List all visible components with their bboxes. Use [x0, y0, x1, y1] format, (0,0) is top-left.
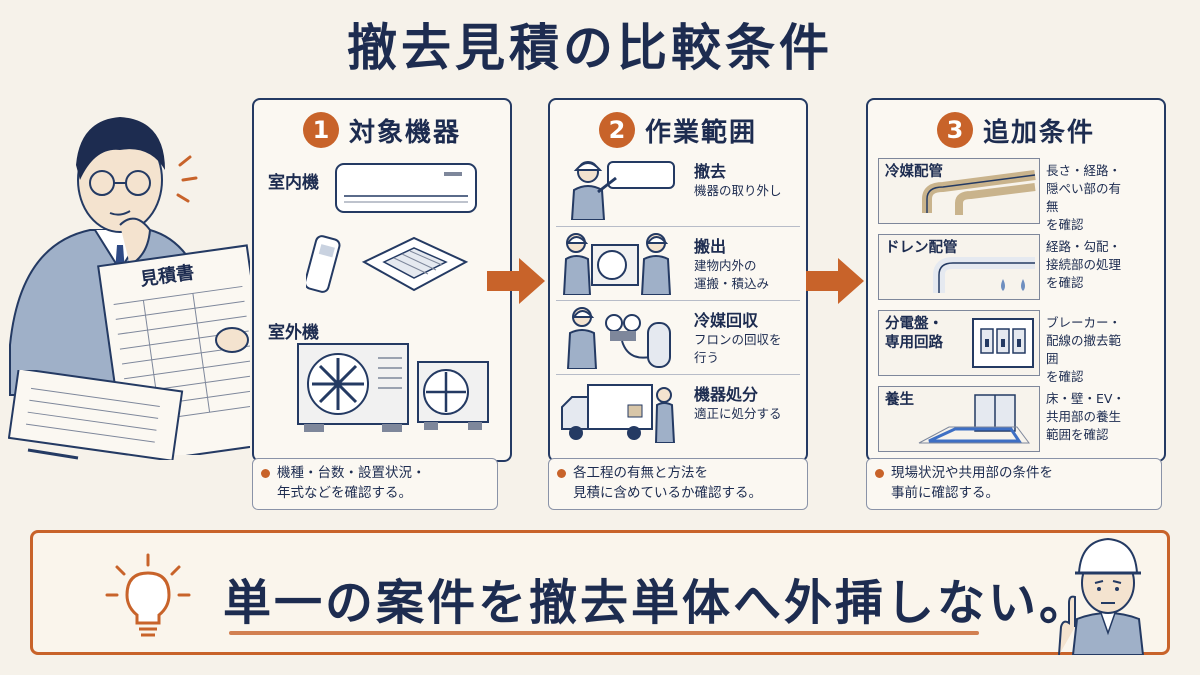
condition-desc: 床・壁・EV・ 共用部の養生 範囲を確認	[1046, 390, 1126, 444]
desc-line: 共用部の養生	[1046, 409, 1122, 424]
bullet-dot	[557, 469, 566, 478]
condition-desc: 長さ・経路・ 隠ぺい部の有無 を確認	[1046, 162, 1126, 234]
desc-line: を確認	[1046, 217, 1084, 232]
light-bulb-icon	[105, 553, 191, 637]
desc-line: 行う	[694, 350, 720, 365]
condition-desc: ブレーカー・ 配線の撤去範囲 を確認	[1046, 314, 1126, 386]
outdoor-unit-small-icon	[417, 361, 489, 430]
title-line: 専用回路	[885, 335, 943, 351]
note-panel-1: 機種・台数・設置状況・ 年式などを確認する。	[252, 458, 498, 510]
note-panel-2: 各工程の有無と方法を 見積に含めているか確認する。	[548, 458, 808, 510]
indoor-unit-icon	[335, 163, 477, 213]
panel-additional-conditions: 3 追加条件 冷媒配管 長さ・経路・ 隠ぺい部の有無 を確認 ドレン配管 経路・…	[866, 98, 1166, 462]
refrigerant-recovery-illustration	[566, 307, 671, 369]
note-line: 各工程の有無と方法を	[573, 465, 708, 481]
drain-pipe-icon	[933, 257, 1035, 293]
outdoor-unit-label: 室外機	[268, 323, 319, 343]
distribution-board-icon	[972, 318, 1034, 368]
note-line: 見積に含めているか確認する。	[573, 485, 762, 501]
condition-desc: 経路・勾配・ 接続部の処理 を確認	[1046, 238, 1126, 292]
step-number-3: 3	[936, 112, 973, 148]
worker-pointing-illustration	[1058, 537, 1145, 655]
disposal-truck-illustration	[561, 384, 676, 443]
clipboard-illustration	[8, 370, 184, 460]
floor-protection-icon	[918, 394, 1030, 444]
work-row-desc: 適正に処分する	[694, 406, 782, 421]
work-row-carry-out: 搬出 建物内外の 運搬・積込み	[556, 226, 800, 299]
page-title: 撤去見積の比較条件	[347, 19, 833, 77]
desc-line: 配線の撤去範囲	[1046, 333, 1122, 366]
work-row-refrigerant-recovery: 冷媒回収 フロンの回収を 行う	[556, 300, 800, 373]
arrow-right-icon	[487, 258, 545, 304]
note-line: 機種・台数・設置状況・	[277, 465, 426, 481]
work-row-title: 撤去	[694, 162, 727, 181]
condition-protection-curing: 養生	[878, 386, 1040, 452]
work-row-disposal: 機器処分 適正に処分する	[556, 374, 800, 447]
banner-underline	[229, 631, 979, 635]
note-line: 現場状況や共用部の条件を	[891, 465, 1053, 481]
panel-target-equipment: 1 対象機器 室内機 室外機	[252, 98, 512, 462]
note-line: 事前に確認する。	[891, 485, 999, 501]
desc-line: 経路・勾配・	[1046, 239, 1122, 254]
step-number-1: 1	[302, 112, 339, 148]
condition-title: 養生	[885, 392, 914, 408]
indoor-unit-label: 室内機	[268, 173, 319, 193]
bullet-dot	[261, 469, 270, 478]
desc-line: を確認	[1046, 275, 1084, 290]
desc-line: 範囲を確認	[1046, 427, 1109, 442]
desc-line: を確認	[1046, 369, 1084, 384]
desc-line: ブレーカー・	[1046, 315, 1122, 330]
title-line: 分電盤・	[885, 316, 943, 332]
desc-line: 床・壁・EV・	[1046, 391, 1125, 406]
work-row-title: 搬出	[694, 237, 727, 256]
refrigerant-pipe-icon	[922, 170, 1036, 215]
work-row-desc: フロンの回収を 行う	[694, 331, 782, 367]
removal-illustration	[570, 161, 675, 220]
note-line: 年式などを確認する。	[277, 485, 412, 501]
step-number-2: 2	[598, 112, 635, 148]
desc-line: フロンの回収を	[694, 332, 782, 347]
carry-out-illustration	[562, 233, 672, 295]
work-row-removal: 撤去 機器の取り外し	[556, 152, 800, 224]
desc-line: 接続部の処理	[1046, 257, 1122, 272]
work-row-title: 冷媒回収	[694, 311, 759, 330]
banner-message: 単一の案件を撤去単体へ外挿しない。	[223, 575, 1091, 631]
arrow-right-icon	[806, 258, 864, 304]
panel-title: 対象機器	[348, 117, 461, 148]
desc-line: 長さ・経路・	[1046, 163, 1122, 178]
panel-work-scope: 2 作業範囲 撤去 機器の取り外し 搬出 建物内外の 運搬・積込み	[548, 98, 808, 462]
panel-title: 作業範囲	[644, 117, 757, 148]
work-row-desc: 建物内外の 運搬・積込み	[694, 257, 769, 293]
bullet-dot	[875, 469, 884, 478]
outdoor-unit-icon	[297, 343, 409, 432]
condition-distribution-board: 分電盤・ 専用回路	[878, 310, 1040, 376]
key-message-banner: 単一の案件を撤去単体へ外挿しない。	[30, 530, 1170, 655]
remote-control-icon	[306, 235, 341, 293]
note-panel-3: 現場状況や共用部の条件を 事前に確認する。	[866, 458, 1162, 510]
panel-title: 追加条件	[982, 117, 1095, 148]
condition-title: 分電盤・ 専用回路	[885, 315, 943, 353]
condition-drain-piping: ドレン配管	[878, 234, 1040, 300]
desc-line: 隠ぺい部の有無	[1046, 181, 1122, 214]
desc-line: 運搬・積込み	[694, 276, 770, 291]
work-row-title: 機器処分	[694, 385, 759, 404]
desc-line: 建物内外の	[694, 258, 757, 273]
ceiling-cassette-unit-icon	[361, 236, 469, 292]
condition-refrigerant-piping: 冷媒配管	[878, 158, 1040, 224]
condition-title: 冷媒配管	[885, 164, 943, 180]
condition-title: ドレン配管	[885, 240, 958, 256]
work-row-desc: 機器の取り外し	[694, 183, 782, 198]
